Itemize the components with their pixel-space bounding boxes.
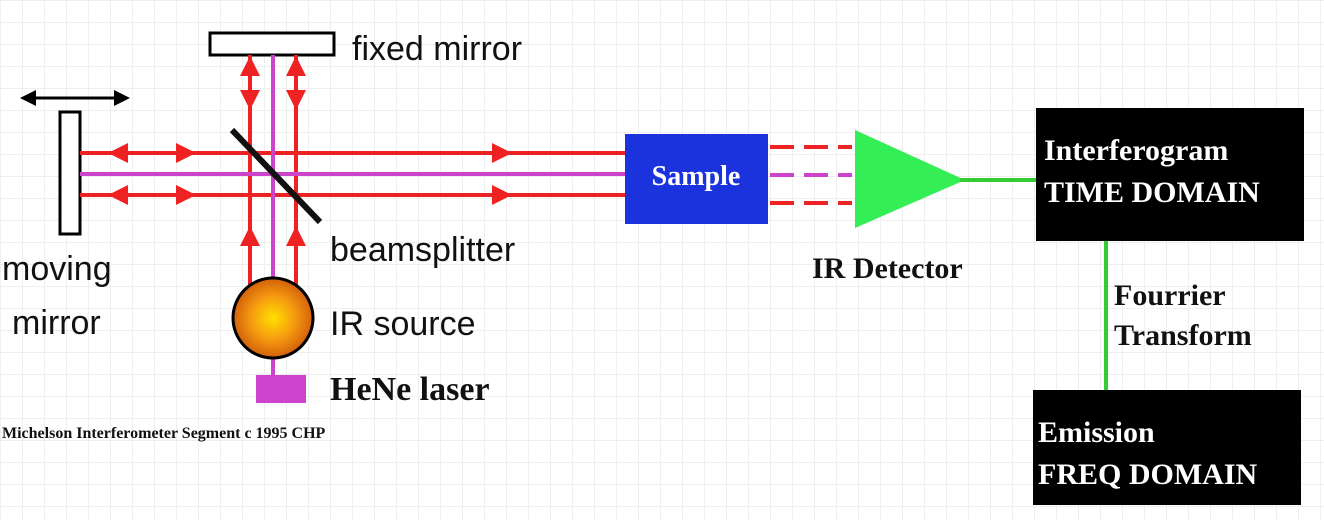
moving-mirror-motion-arrow bbox=[20, 90, 130, 106]
ir-beam-horizontal bbox=[80, 151, 625, 197]
fourier-label-1: Fourrier bbox=[1114, 279, 1226, 312]
beam-arrows bbox=[108, 56, 512, 246]
emission-title: Emission bbox=[1038, 416, 1155, 449]
beamsplitter-label: beamsplitter bbox=[330, 231, 515, 269]
fixed-mirror bbox=[208, 31, 336, 57]
beamsplitter bbox=[229, 127, 323, 225]
interferogram-title: Interferogram bbox=[1044, 134, 1228, 167]
hene-laser bbox=[256, 375, 306, 403]
copyright-note: Michelson Interferometer Segment c 1995 … bbox=[2, 425, 326, 442]
ir-source-label: IR source bbox=[330, 305, 476, 343]
emission-box bbox=[1033, 390, 1301, 505]
emission-subtitle: FREQ DOMAIN bbox=[1038, 458, 1257, 491]
ir-source bbox=[231, 276, 315, 360]
moving-mirror-label-2: mirror bbox=[12, 304, 101, 342]
ir-detector-label: IR Detector bbox=[812, 252, 963, 285]
fixed-mirror-label: fixed mirror bbox=[352, 30, 522, 68]
interferogram-box bbox=[1036, 108, 1304, 241]
interferogram-subtitle: TIME DOMAIN bbox=[1044, 176, 1260, 209]
sample-label: Sample bbox=[652, 161, 741, 192]
fourier-label-2: Transform bbox=[1114, 319, 1252, 352]
hene-laser-label: HeNe laser bbox=[330, 371, 490, 408]
moving-mirror-label-1: moving bbox=[2, 250, 112, 288]
sample-box bbox=[625, 134, 768, 224]
transmitted-beams bbox=[770, 145, 852, 205]
ir-detector bbox=[855, 130, 965, 228]
moving-mirror bbox=[58, 110, 82, 236]
